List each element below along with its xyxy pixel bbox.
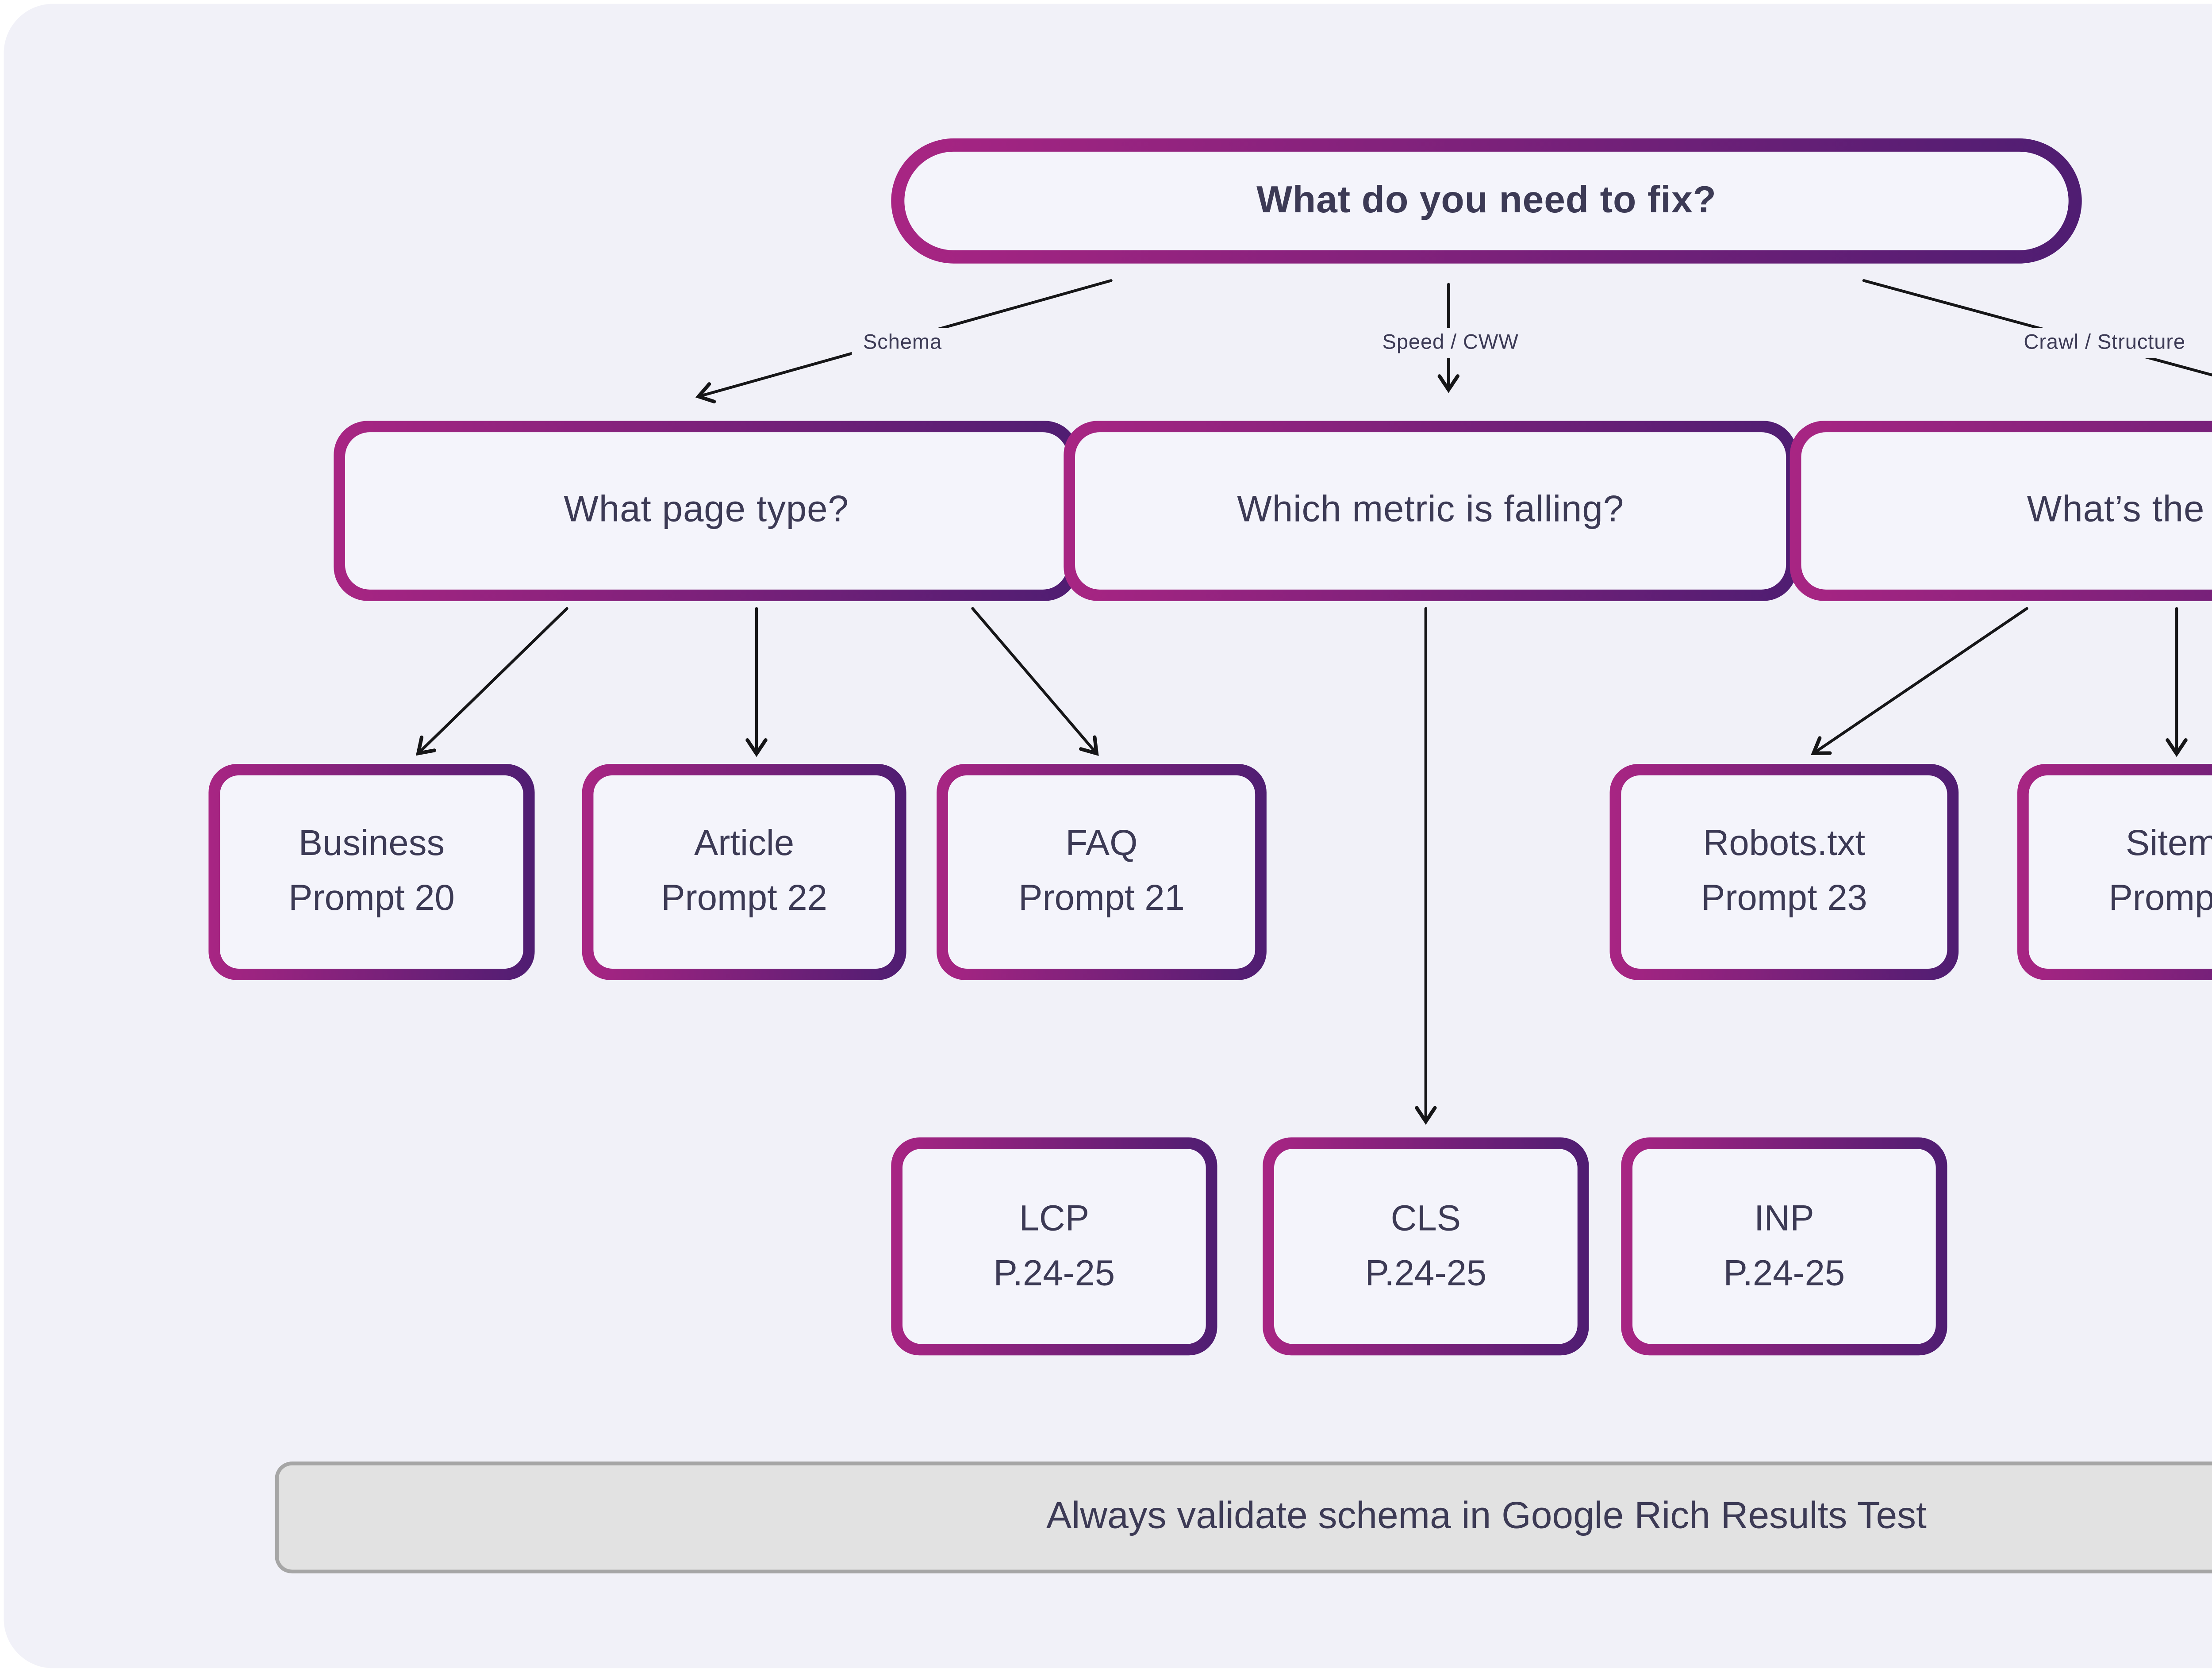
question-node-page-type: What page type?: [334, 421, 1079, 601]
leaf-title-sitemap: Sitemap: [2125, 824, 2212, 865]
edge-label-speed-cww: Speed / CWW: [1371, 328, 1530, 358]
leaf-node-cls: CLS P.24-25: [1263, 1137, 1589, 1356]
edge-label-crawl-structure: Crawl / Structure: [2012, 328, 2197, 358]
leaf-subtitle-business: Prompt 20: [288, 879, 455, 920]
leaf-subtitle-inp: P.24-25: [1723, 1254, 1845, 1294]
leaf-title-article: Article: [694, 824, 795, 865]
leaf-title-faq: FAQ: [1065, 824, 1138, 865]
leaf-subtitle-cls: P.24-25: [1365, 1254, 1487, 1294]
leaf-node-business: Business Prompt 20: [208, 764, 535, 980]
leaf-node-inp: INP P.24-25: [1621, 1137, 1947, 1356]
root-question-label: What do you need to fix?: [904, 151, 2069, 250]
leaf-subtitle-sitemap: Prompt 26: [2108, 879, 2212, 920]
leaf-node-robots-txt: Robots.txt Prompt 23: [1609, 764, 1959, 980]
leaf-node-sitemap: Sitemap Prompt 26: [2017, 764, 2212, 980]
question-label-whats-the-issue: What’s the issue?: [1801, 432, 2212, 590]
edge-label-schema: Schema: [852, 328, 953, 358]
leaf-subtitle-faq: Prompt 21: [1018, 879, 1185, 920]
leaf-title-inp: INP: [1754, 1199, 1814, 1239]
leaf-title-cls: CLS: [1390, 1199, 1461, 1239]
leaf-title-robots-txt: Robots.txt: [1703, 824, 1866, 865]
leaf-node-lcp: LCP P.24-25: [891, 1137, 1217, 1356]
leaf-title-lcp: LCP: [1019, 1199, 1090, 1239]
root-question-node: What do you need to fix?: [891, 138, 2082, 264]
question-node-metric-falling: Which metric is falling?: [1064, 421, 1797, 601]
validation-note-banner: Always validate schema in Google Rich Re…: [275, 1461, 2212, 1574]
leaf-title-business: Business: [298, 824, 445, 865]
leaf-subtitle-article: Prompt 22: [661, 879, 827, 920]
leaf-node-article: Article Prompt 22: [582, 764, 906, 980]
leaf-subtitle-lcp: P.24-25: [993, 1254, 1115, 1294]
question-label-page-type: What page type?: [345, 432, 1068, 590]
validation-note-text: Always validate schema in Google Rich Re…: [1046, 1496, 1927, 1538]
question-node-whats-the-issue: What’s the issue?: [1790, 421, 2212, 601]
leaf-node-faq: FAQ Prompt 21: [937, 764, 1267, 980]
leaf-subtitle-robots-txt: Prompt 23: [1701, 879, 1867, 920]
question-label-metric-falling: Which metric is falling?: [1075, 432, 1786, 590]
